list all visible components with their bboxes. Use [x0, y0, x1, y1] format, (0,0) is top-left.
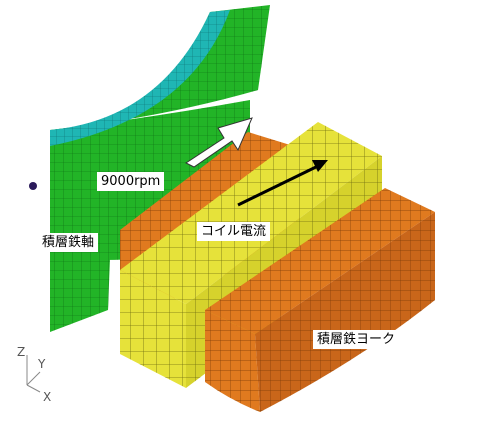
axis-y-label: Y: [37, 357, 46, 371]
rotor-lower-tail-mesh: [50, 258, 110, 332]
laminated-shaft-label: 積層鉄軸: [38, 233, 99, 252]
current-direction-arrow: [237, 164, 319, 207]
rotation-arrow: [185, 117, 253, 168]
coil-current-label: コイル電流: [197, 222, 271, 241]
current-arrow-head: [312, 160, 328, 172]
yoke-front-face-mesh: [205, 310, 260, 412]
rotor-outer-band-mesh: [50, 10, 230, 146]
axis-triad: Z Y X: [17, 345, 51, 404]
yoke-top-face-mesh: [205, 188, 435, 334]
laminated-yoke-label: 積層鉄ヨーク: [313, 330, 400, 349]
marker-dot: [29, 182, 37, 190]
axis-z-label: Z: [17, 345, 25, 359]
yoke-right-face-mesh: [255, 212, 435, 412]
coil-front-face-mesh: [120, 270, 186, 388]
rotation-speed-label: 9000rpm: [97, 172, 165, 191]
yoke: [205, 188, 435, 412]
axis-x-label: X: [43, 390, 51, 404]
